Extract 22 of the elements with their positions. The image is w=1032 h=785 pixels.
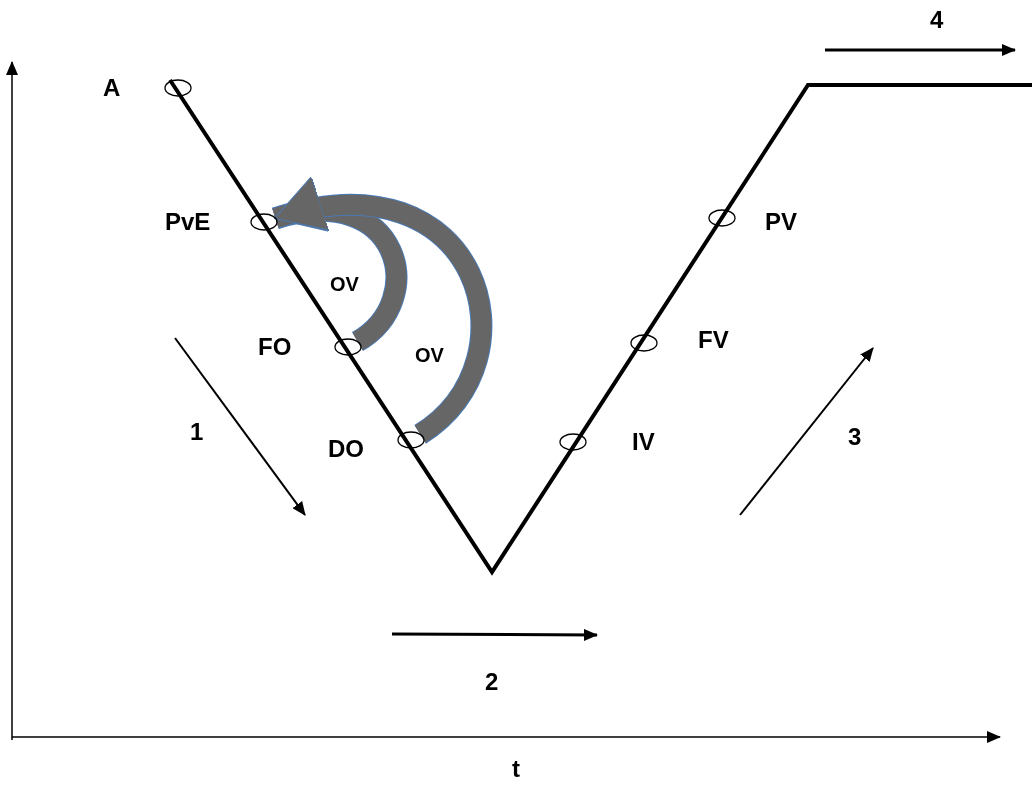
phase-number: 3	[848, 425, 862, 449]
point-marker	[708, 209, 736, 227]
point-label: PV	[765, 210, 797, 234]
phase-number: 4	[930, 8, 944, 32]
point-marker	[250, 213, 278, 231]
point-marker	[164, 79, 192, 97]
point-marker	[559, 433, 587, 451]
curved-block-arrow	[272, 179, 493, 443]
point-label: FV	[698, 328, 729, 352]
edge-label: OV	[415, 345, 444, 365]
point-label: IV	[632, 430, 655, 454]
point-label: FO	[258, 335, 292, 359]
phase-number: 1	[190, 420, 204, 444]
point-label: DO	[328, 437, 364, 461]
point-marker	[334, 338, 362, 356]
point-label: A	[103, 76, 121, 100]
phase-number: 2	[485, 670, 499, 694]
point-marker	[630, 334, 658, 352]
axis-label: t	[512, 757, 520, 781]
edge-label: OV	[330, 274, 359, 294]
point-marker	[397, 431, 425, 449]
point-label: PvE	[165, 210, 211, 234]
